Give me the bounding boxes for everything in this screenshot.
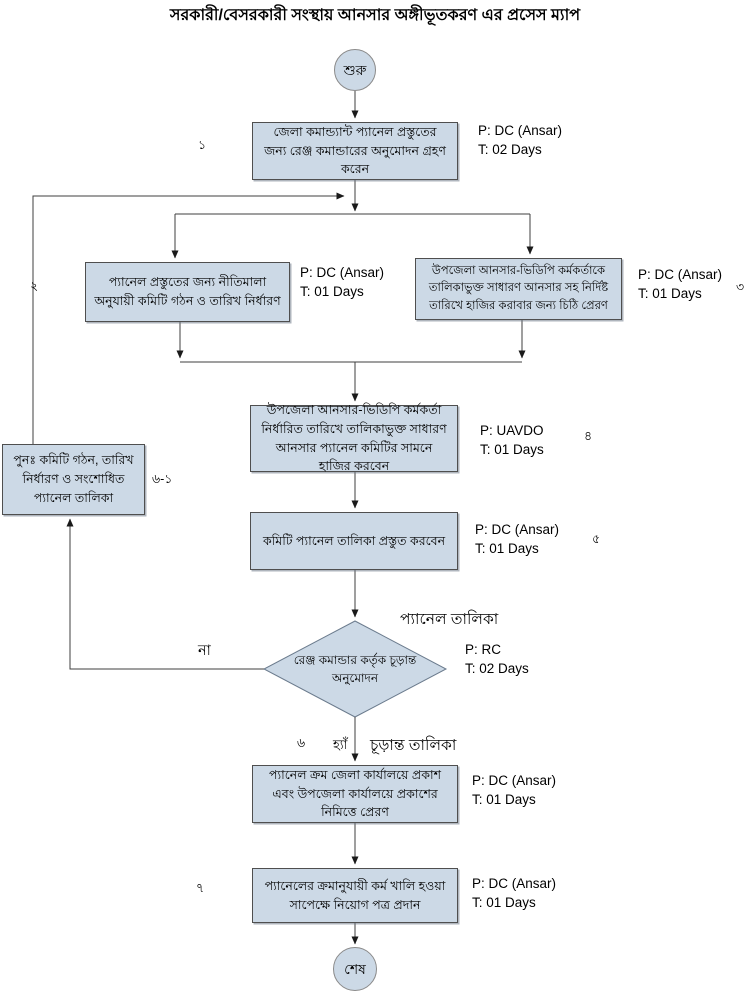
decision-annotation: P: RC T: 02 Days xyxy=(465,642,529,676)
connector-decision-no-to-redo xyxy=(66,518,264,670)
page-title: সরকারী/বেসরকারী সংস্থায় আনসার অঙ্গীভূতক… xyxy=(169,7,581,24)
step4-annotation: P: UAVDO T: 01 Days xyxy=(480,423,544,457)
decision-yes-label: হ্যাঁ xyxy=(333,737,348,752)
redo-box: পুনঃ কমিটি গঠন, তারিখ নির্ধারণ ও সংশোধিত… xyxy=(2,444,145,515)
step5-annotation: P: DC (Ansar) T: 01 Days xyxy=(475,522,560,556)
step2-text: প্যানেল প্রস্তুতের জন্য নীতিমালা অনুযায়… xyxy=(94,275,281,308)
start-terminator: শুরু xyxy=(334,49,376,91)
decision-text: রেঞ্জ কমান্ডার কর্তৃক চূড়ান্ত অনুমোদন xyxy=(280,641,430,697)
step6-text: প্যানেল ক্রম জেলা কার্যালয়ে প্রকাশ এবং … xyxy=(268,767,441,820)
step5-number: ৫ xyxy=(592,532,601,546)
step7-text: প্যানেলের ক্রমানুযায়ী কর্ম খালি হওয়া স… xyxy=(264,878,446,912)
step2-number: ২ xyxy=(30,279,39,293)
step1-annotation: P: DC (Ansar) T: 02 Days xyxy=(478,123,563,157)
end-label: শেষ xyxy=(344,960,366,977)
step5-box: কমিটি প্যানেল তালিকা প্রস্তুত করবেন xyxy=(250,512,458,570)
step1-text: জেলা কমান্ড্যান্ট প্যানেল প্রস্তুতের জন্… xyxy=(264,124,446,177)
step5-text: কমিটি প্যানেল তালিকা প্রস্তুত করবেন xyxy=(262,533,446,548)
step2-box: প্যানেল প্রস্তুতের জন্য নীতিমালা অনুযায়… xyxy=(85,262,290,322)
step1-box: জেলা কমান্ড্যান্ট প্যানেল প্রস্তুতের জন্… xyxy=(252,122,458,180)
decision-output-label: চূড়ান্ত তালিকা xyxy=(370,737,457,754)
step6-box: প্যানেল ক্রম জেলা কার্যালয়ে প্রকাশ এবং … xyxy=(252,765,458,823)
step3-number: ৩ xyxy=(736,280,745,294)
step4-box: উপজেলা আনসার-ভিডিপি কর্মকর্তা নির্ধারিত … xyxy=(250,403,458,473)
step2-annotation: P: DC (Ansar) T: 01 Days xyxy=(300,265,385,299)
step4-text: উপজেলা আনসার-ভিডিপি কর্মকর্তা নির্ধারিত … xyxy=(261,403,447,474)
step6-annotation: P: DC (Ansar) T: 01 Days xyxy=(472,773,557,807)
decision-input-label: প্যানেল তালিকা xyxy=(400,611,499,628)
step7-box: প্যানেলের ক্রমানুযায়ী কর্ম খালি হওয়া স… xyxy=(252,868,458,923)
decision-label: রেঞ্জ কমান্ডার কর্তৃক চূড়ান্ত অনুমোদন xyxy=(293,653,417,685)
decision-no-label: না xyxy=(198,643,211,659)
start-label: শুরু xyxy=(343,61,367,78)
step7-number: ৭ xyxy=(196,881,205,895)
redo-text: পুনঃ কমিটি গঠন, তারিখ নির্ধারণ ও সংশোধিত… xyxy=(13,453,134,505)
end-terminator: শেষ xyxy=(333,947,377,991)
step3-text: উপজেলা আনসার-ভিডিপি কর্মকর্তাকে তালিকাভু… xyxy=(428,265,609,312)
step3-box: উপজেলা আনসার-ভিডিপি কর্মকর্তাকে তালিকাভু… xyxy=(415,258,622,320)
step4-number: ৪ xyxy=(584,429,593,443)
decision-number: ৬ xyxy=(297,736,306,750)
redo-number: ৬-১ xyxy=(152,472,173,486)
connector-redo-to-main xyxy=(32,192,345,444)
step7-annotation: P: DC (Ansar) T: 01 Days xyxy=(472,876,557,910)
step3-annotation: P: DC (Ansar) T: 01 Days xyxy=(638,267,723,301)
step1-number: ১ xyxy=(198,138,207,152)
